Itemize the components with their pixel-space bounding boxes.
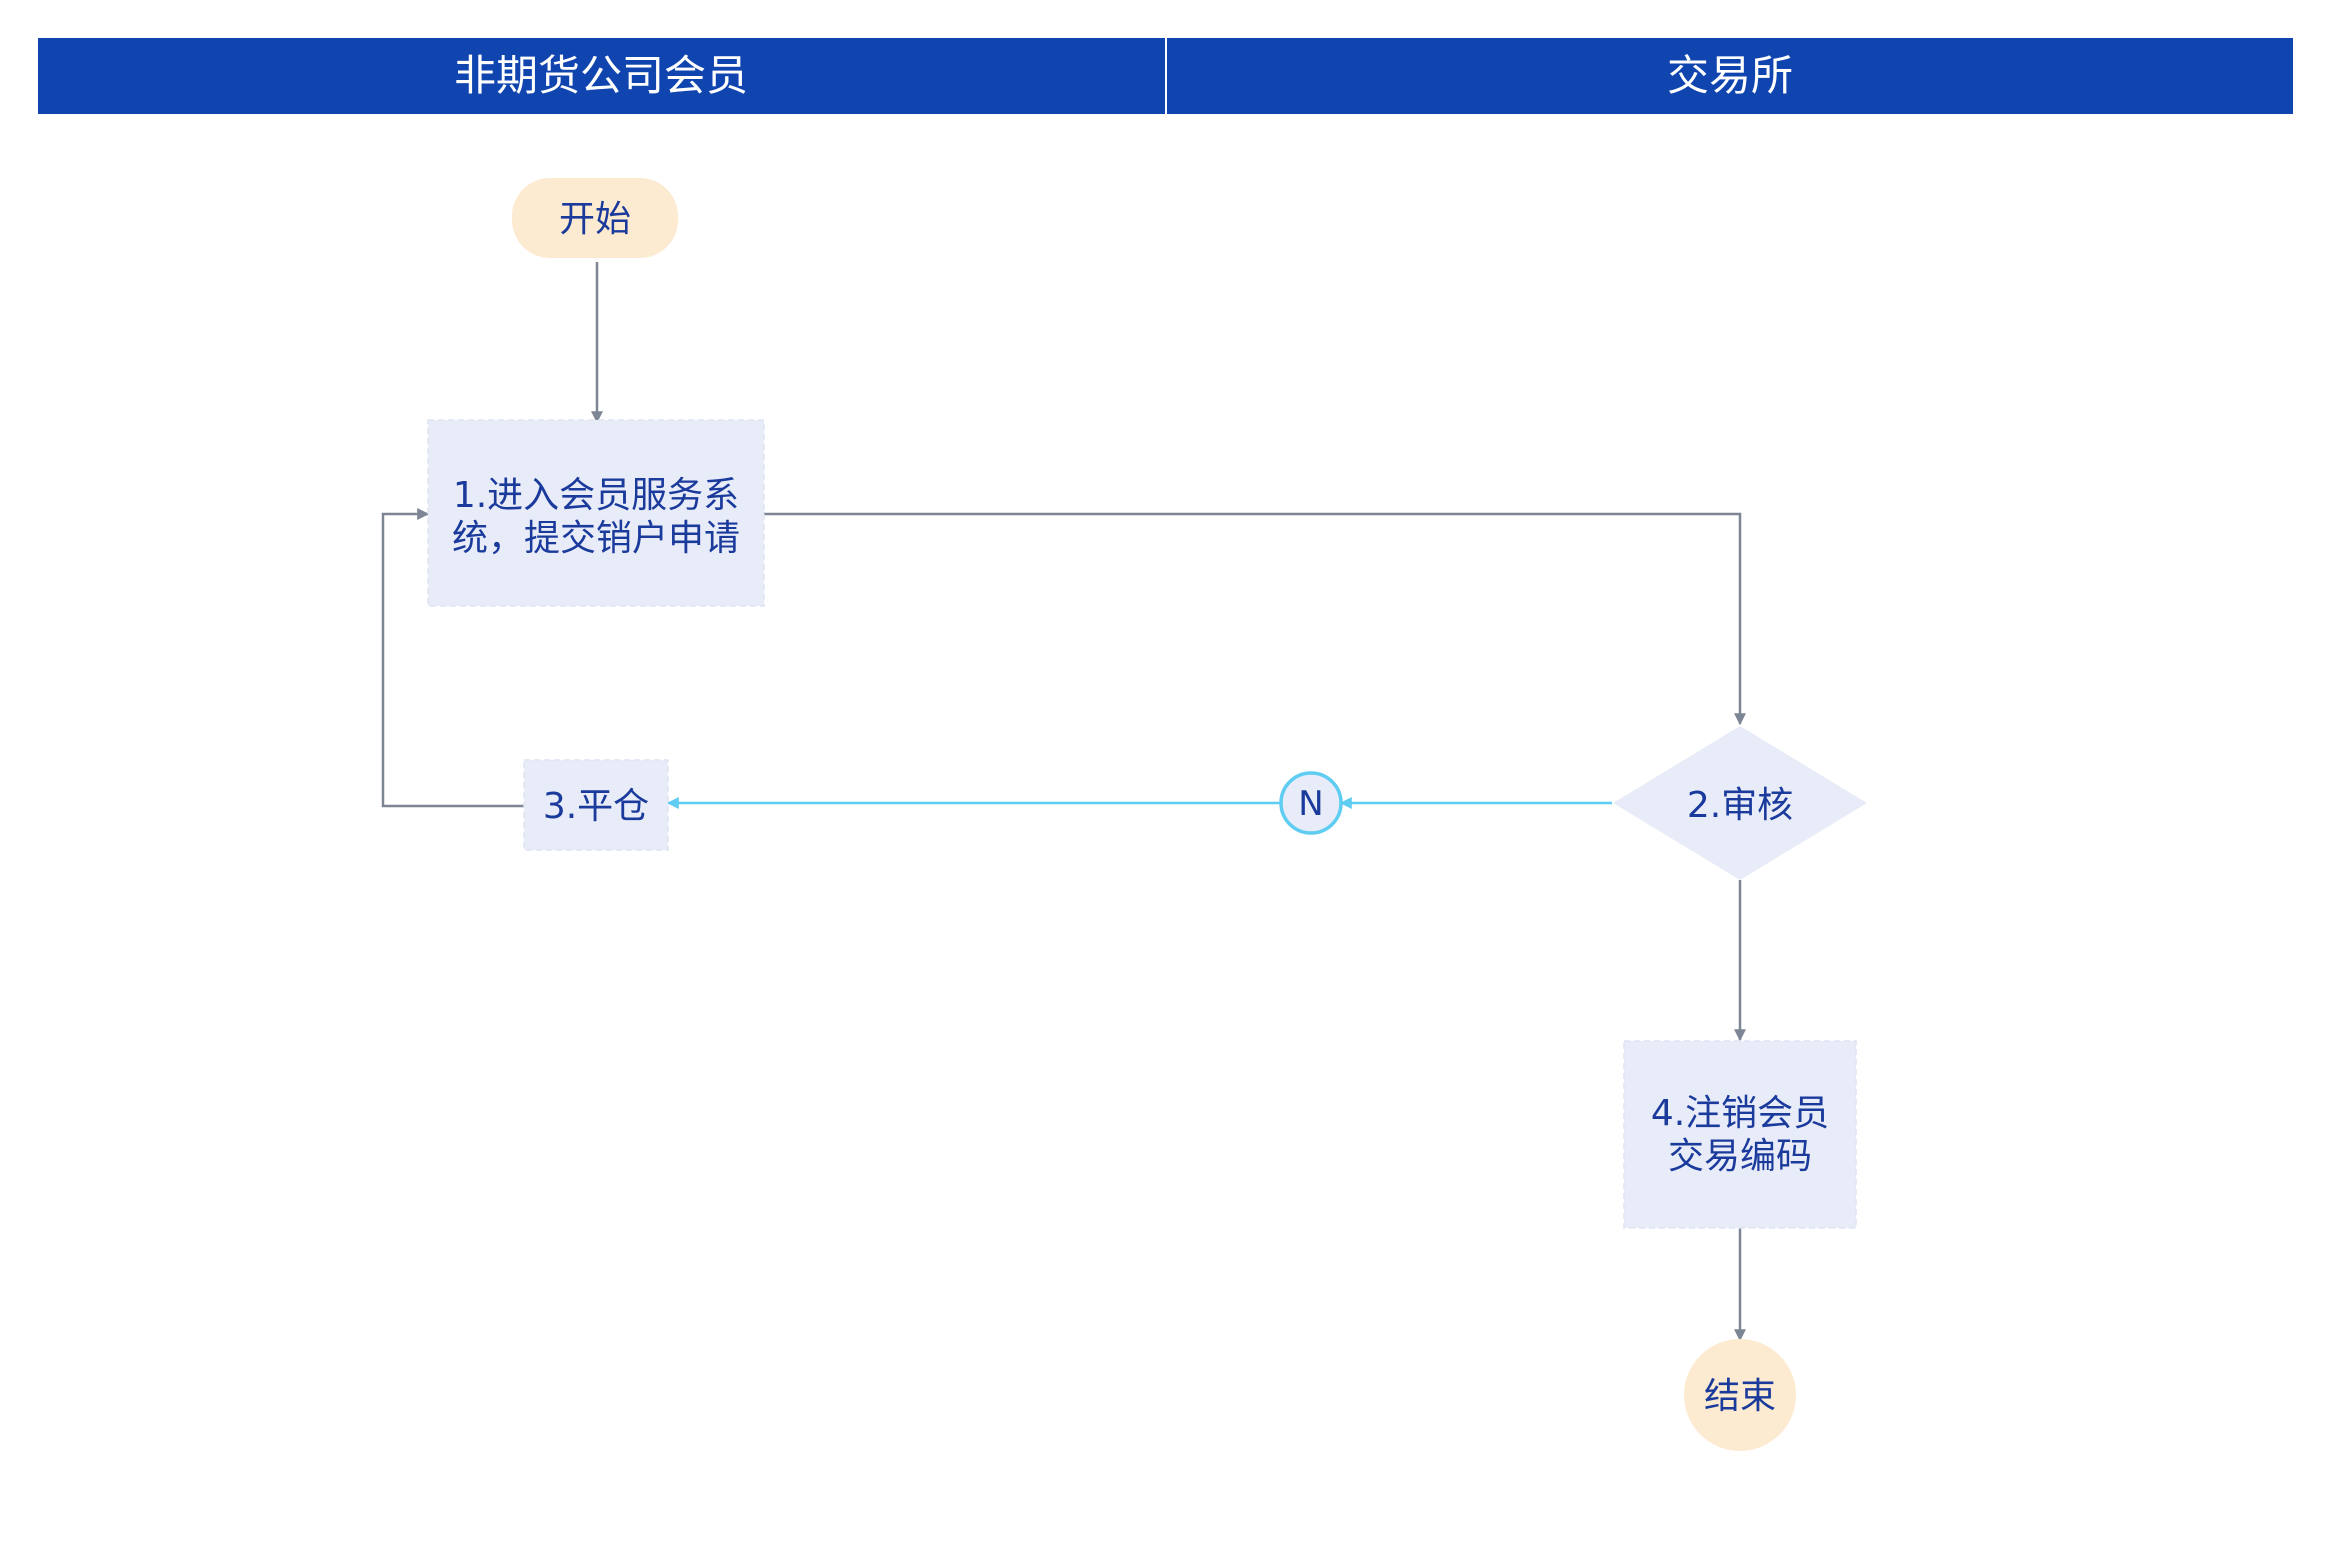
node-submit-application: 1.进入会员服务系 统，提交销户申请 xyxy=(427,419,765,607)
submit-process-box xyxy=(427,419,765,607)
submit-label-line-1: 1.进入会员服务系 xyxy=(453,475,739,516)
reject-branch-marker: N xyxy=(1279,771,1343,835)
lane-header-exchange xyxy=(1167,38,2293,114)
edge-submit-to-review xyxy=(764,512,1746,726)
node-cancel-trading-code: 4.注销会员 交易编码 xyxy=(1623,1040,1857,1229)
cancel-code-label-line-1: 4.注销会员 xyxy=(1651,1093,1829,1134)
node-close-position: 3.平仓 xyxy=(523,759,669,851)
swimlane-header: 非期货公司会员 交易所 xyxy=(38,38,2293,114)
node-start: 开始 xyxy=(512,178,678,258)
cancel-code-label-line-2: 交易编码 xyxy=(1668,1136,1812,1177)
node-review-decision: 2.审核 xyxy=(1613,726,1867,880)
close-position-box xyxy=(523,759,669,851)
lane-title-member: 非期货公司会员 xyxy=(454,51,748,100)
lane-header-member xyxy=(38,38,1165,114)
lane-title-exchange: 交易所 xyxy=(1667,51,1793,100)
start-terminal xyxy=(512,178,678,258)
node-end: 结束 xyxy=(1684,1339,1796,1451)
connectors xyxy=(381,262,1746,1342)
close-position-label: 3.平仓 xyxy=(543,786,649,827)
reject-circle xyxy=(1279,771,1343,835)
cancel-code-box xyxy=(1623,1040,1857,1229)
review-diamond xyxy=(1613,726,1867,880)
reject-label: N xyxy=(1298,784,1323,824)
review-label: 2.审核 xyxy=(1687,785,1793,826)
submit-label-line-2: 统，提交销户申请 xyxy=(452,518,740,559)
edge-close-position-to-submit xyxy=(381,508,524,808)
start-label: 开始 xyxy=(559,199,631,240)
end-label: 结束 xyxy=(1704,1376,1776,1417)
end-terminal xyxy=(1684,1339,1796,1451)
